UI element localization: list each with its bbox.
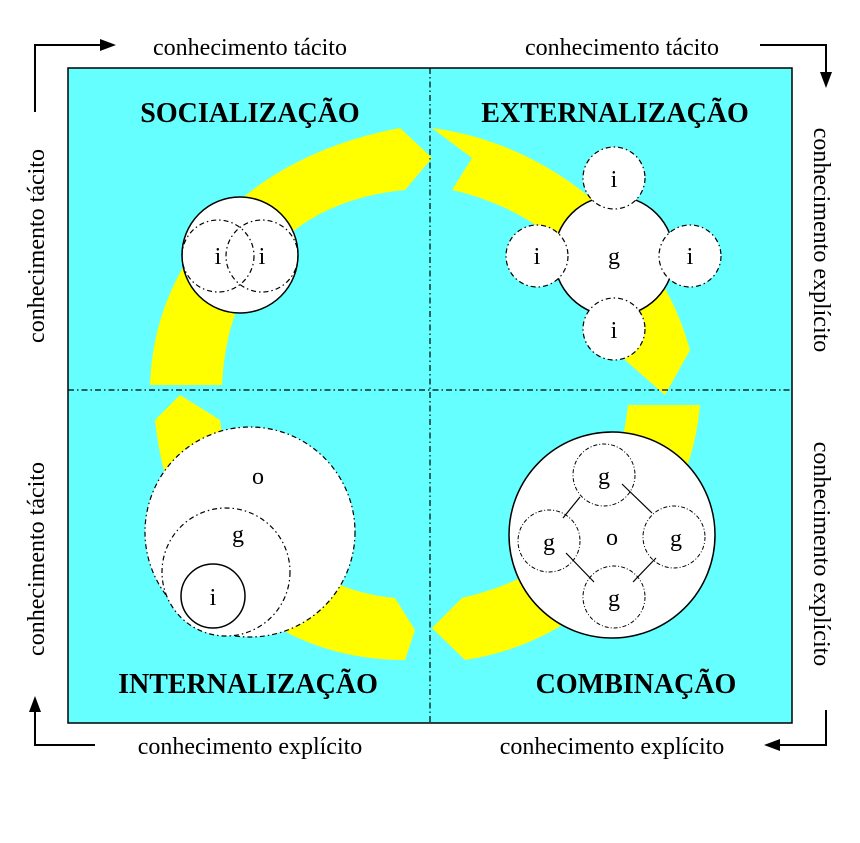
link-line xyxy=(565,552,595,583)
bottom-right-arrow-line xyxy=(780,710,827,746)
group-label: g xyxy=(598,464,610,490)
individual-circle-top xyxy=(582,146,646,210)
individual-circle-right xyxy=(658,224,722,288)
edge-label-bottom-right: conhecimento explícito xyxy=(500,734,725,760)
edge-label-left-lower: conhecimento tácito xyxy=(24,462,50,656)
arrowhead-right xyxy=(100,39,116,51)
arrowhead-down xyxy=(820,72,832,88)
outer-arrowheads xyxy=(29,39,832,751)
edge-label-top-left: conhecimento tácito xyxy=(153,35,347,61)
edge-label-right-upper: conhecimento explícito xyxy=(808,128,834,353)
organization-label: o xyxy=(252,464,264,490)
bottom-left-arrow-line xyxy=(34,712,95,746)
arrowhead-left xyxy=(764,739,780,751)
group-circle-top xyxy=(572,443,636,507)
individual-label: i xyxy=(259,244,266,270)
individual-label: i xyxy=(215,244,222,270)
group-label: g xyxy=(608,586,620,612)
group-circle-bottom xyxy=(582,565,646,629)
title-internalizacao: INTERNALIZAÇÃO xyxy=(118,669,378,700)
edge-label-right-lower: conhecimento explícito xyxy=(808,442,834,667)
individual-label: i xyxy=(611,318,618,344)
edge-label-bottom-left: conhecimento explícito xyxy=(138,734,363,760)
title-combinacao: COMBINAÇÃO xyxy=(536,669,737,700)
individual-circle xyxy=(180,563,246,629)
group-circle-right xyxy=(642,505,706,569)
externalization-node: g i i i i xyxy=(505,146,722,361)
combination-node: o g g g g xyxy=(508,431,716,639)
individual-label: i xyxy=(210,585,217,611)
group-circle-left xyxy=(517,509,581,573)
arrow-socialization-to-externalization xyxy=(150,128,432,385)
internalization-node: o g i xyxy=(144,426,356,638)
arrowhead-up xyxy=(29,696,41,712)
individual-label: i xyxy=(687,244,694,270)
individual-circle-left xyxy=(505,224,569,288)
group-label: g xyxy=(608,244,620,270)
link-line xyxy=(621,483,653,514)
socialization-node: i i xyxy=(181,196,299,314)
group-label: g xyxy=(670,526,682,552)
socialization-circle xyxy=(181,196,299,314)
individual-circle-bottom xyxy=(582,297,646,361)
individual-label: i xyxy=(611,167,618,193)
link-line xyxy=(632,557,657,583)
group-label: g xyxy=(232,522,244,548)
title-externalizacao: EXTERNALIZAÇÃO xyxy=(481,98,749,129)
top-left-arrow-line xyxy=(34,44,100,112)
group-label: g xyxy=(543,530,555,556)
individual-label: i xyxy=(534,244,541,270)
outer-cycle-arrows xyxy=(34,44,827,746)
individual-circle-right xyxy=(225,219,299,293)
edge-label-left-upper: conhecimento tácito xyxy=(24,149,50,343)
organization-label: o xyxy=(606,525,618,551)
individual-circle-left xyxy=(181,219,255,293)
organization-circle xyxy=(508,431,716,639)
edge-label-top-right: conhecimento tácito xyxy=(525,35,719,61)
title-socializacao: SOCIALIZAÇÃO xyxy=(140,98,359,129)
top-right-arrow-line xyxy=(760,44,827,72)
